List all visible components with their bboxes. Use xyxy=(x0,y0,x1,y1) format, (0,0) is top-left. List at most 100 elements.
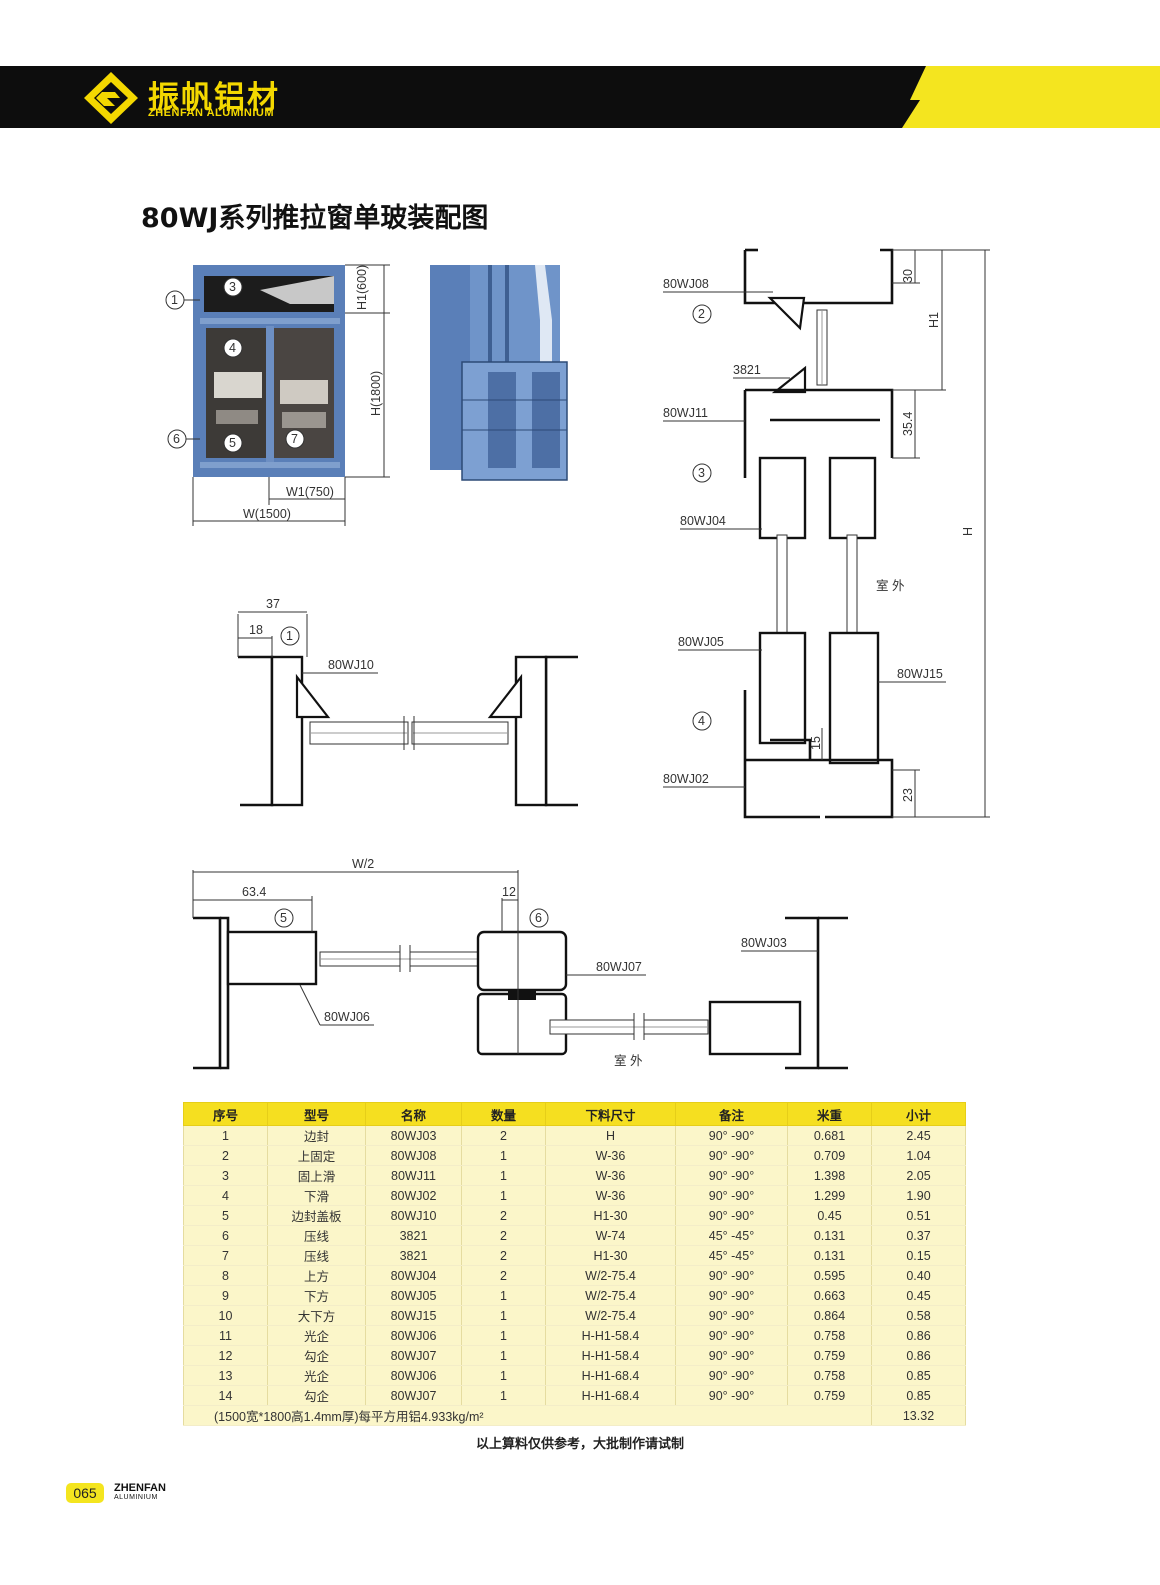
marker-3-section: 3 xyxy=(698,466,705,480)
table-cell: 0.85 xyxy=(871,1385,966,1406)
table-cell: 90° -90° xyxy=(675,1285,788,1306)
assembly-drawing: 3 4 5 7 1 6 H1(600) H(1800) W1(750) W(15… xyxy=(165,248,990,1070)
table-cell: W/2-75.4 xyxy=(545,1285,676,1306)
table-cell: 1 xyxy=(461,1325,546,1346)
table-cell: 8 xyxy=(183,1265,268,1286)
table-cell: 边封 xyxy=(267,1125,366,1146)
table-cell: 12 xyxy=(183,1345,268,1366)
col-weight: 米重 xyxy=(787,1102,872,1126)
table-cell: 80WJ07 xyxy=(365,1385,462,1406)
table-cell: 1.299 xyxy=(787,1185,872,1206)
vertical-section-labels: 80WJ08 2 3821 80WJ11 3 80WJ04 室 外 80WJ05… xyxy=(663,277,946,788)
table-cell: H-H1-68.4 xyxy=(545,1385,676,1406)
marker-4-section: 4 xyxy=(698,714,705,728)
table-cell: H-H1-58.4 xyxy=(545,1345,676,1366)
header-yellow-band xyxy=(902,66,1160,128)
table-total: 13.32 xyxy=(871,1405,966,1426)
table-cell: H-H1-58.4 xyxy=(545,1325,676,1346)
col-subtotal: 小计 xyxy=(871,1102,966,1126)
table-cell: 11 xyxy=(183,1325,268,1346)
dim-h-section: H xyxy=(961,527,975,536)
label-80wj02: 80WJ02 xyxy=(663,772,709,786)
table-cell: 90° -90° xyxy=(675,1265,788,1286)
table-cell: 0.86 xyxy=(871,1345,966,1366)
table-cell: 2 xyxy=(461,1205,546,1226)
table-cell: H1-30 xyxy=(545,1205,676,1226)
dim-35-4: 35.4 xyxy=(901,412,915,436)
table-cell: 0.864 xyxy=(787,1305,872,1326)
table-cell: 0.15 xyxy=(871,1245,966,1266)
side-jamb-annotations: 37 18 1 80WJ10 xyxy=(237,597,378,674)
table-cell: 2 xyxy=(461,1245,546,1266)
table-cell: 10 xyxy=(183,1305,268,1326)
table-cell: 2 xyxy=(461,1265,546,1286)
table-cell: W/2-75.4 xyxy=(545,1265,676,1286)
table-cell: 90° -90° xyxy=(675,1385,788,1406)
window-elevation xyxy=(193,265,345,477)
table-cell: 90° -90° xyxy=(675,1145,788,1166)
label-80wj15: 80WJ15 xyxy=(897,667,943,681)
table-cell: 0.85 xyxy=(871,1365,966,1386)
table-cell: 1.90 xyxy=(871,1185,966,1206)
table-cell: 7 xyxy=(183,1245,268,1266)
table-note: (1500宽*1800高1.4mm厚)每平方用铝4.933kg/m² xyxy=(183,1405,872,1426)
footer-brand-sub: ALUMINIUM xyxy=(114,1494,158,1501)
marker-5: 5 xyxy=(229,436,236,450)
table-cell: 90° -90° xyxy=(675,1185,788,1206)
table-cell: 80WJ11 xyxy=(365,1165,462,1186)
table-cell: 2 xyxy=(183,1145,268,1166)
dim-w1: W1(750) xyxy=(286,485,334,499)
side-jamb-section xyxy=(238,655,578,807)
table-cell: 光企 xyxy=(267,1365,366,1386)
label-80wj11: 80WJ11 xyxy=(663,406,708,420)
table-cell: W/2-75.4 xyxy=(545,1305,676,1326)
table-cell: 80WJ05 xyxy=(365,1285,462,1306)
table-cell: 1 xyxy=(461,1285,546,1306)
table-cell: 边封盖板 xyxy=(267,1205,366,1226)
profile-3d-render xyxy=(430,265,568,481)
elevation-dimensions: H1(600) H(1800) W1(750) W(1500) xyxy=(192,264,390,526)
brand-logo-icon xyxy=(84,72,138,124)
label-outside-bottom: 室 外 xyxy=(614,1053,643,1068)
dim-18: 18 xyxy=(249,623,263,637)
table-cell: 压线 xyxy=(267,1225,366,1246)
table-cell: 80WJ03 xyxy=(365,1125,462,1146)
table-cell: 80WJ02 xyxy=(365,1185,462,1206)
table-cell: 下滑 xyxy=(267,1185,366,1206)
dim-h: H(1800) xyxy=(369,371,383,416)
table-header: 序号 型号 名称 数量 下料尺寸 备注 米重 小计 xyxy=(183,1102,966,1126)
footer-brand: ZHENFAN ALUMINIUM xyxy=(114,1483,166,1503)
table-cell: 14 xyxy=(183,1385,268,1406)
table-cell: 1 xyxy=(461,1145,546,1166)
table-cell: 45° -45° xyxy=(675,1225,788,1246)
table-cell: 上方 xyxy=(267,1265,366,1286)
interlock-annotations: W/2 63.4 5 12 6 80WJ03 80WJ07 80WJ06 室 外 xyxy=(192,857,818,1068)
table-cell: 80WJ06 xyxy=(365,1365,462,1386)
table-cell: 0.681 xyxy=(787,1125,872,1146)
table-cell: 下方 xyxy=(267,1285,366,1306)
table-cell: 0.37 xyxy=(871,1225,966,1246)
brand-name-en: ZHENFAN ALUMINIUM xyxy=(148,107,275,119)
dim-15: 15 xyxy=(809,736,823,750)
col-model: 型号 xyxy=(267,1102,366,1126)
label-80wj04: 80WJ04 xyxy=(680,514,726,528)
dim-h1-section: H1 xyxy=(927,312,941,328)
table-cell: 光企 xyxy=(267,1325,366,1346)
dim-63-4: 63.4 xyxy=(242,885,266,899)
col-remark: 备注 xyxy=(675,1102,788,1126)
label-3821: 3821 xyxy=(733,363,761,377)
table-cell: H-H1-68.4 xyxy=(545,1365,676,1386)
dim-30: 30 xyxy=(901,269,915,283)
header-bar xyxy=(0,66,1160,128)
